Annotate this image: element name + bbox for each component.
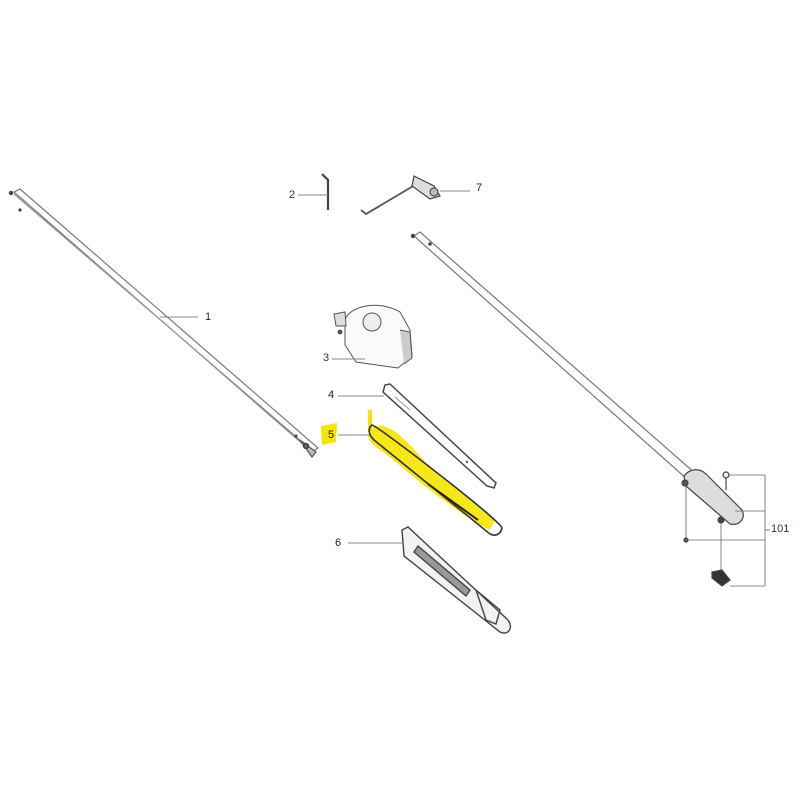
- housing-part-3: [332, 304, 413, 369]
- label-part-4: 4: [328, 389, 335, 401]
- hex-key-part-2: [298, 173, 330, 210]
- shaft-part-1: [8, 188, 319, 458]
- label-part-5: 5: [328, 429, 335, 441]
- coupler-assembly-part-101: [681, 469, 770, 587]
- label-part-6: 6: [335, 537, 342, 549]
- label-part-7: 7: [476, 182, 483, 194]
- wrench-part-7: [360, 175, 470, 216]
- highlight-marker: [368, 425, 495, 530]
- saw-chain-part-5: [321, 410, 503, 536]
- bar-cover-part-6: [348, 526, 512, 634]
- guide-bar-part-4: [338, 383, 497, 489]
- label-part-2: 2: [289, 189, 296, 201]
- label-part-3: 3: [323, 352, 330, 364]
- label-part-101: 101: [771, 523, 790, 535]
- label-part-1: 1: [205, 311, 212, 323]
